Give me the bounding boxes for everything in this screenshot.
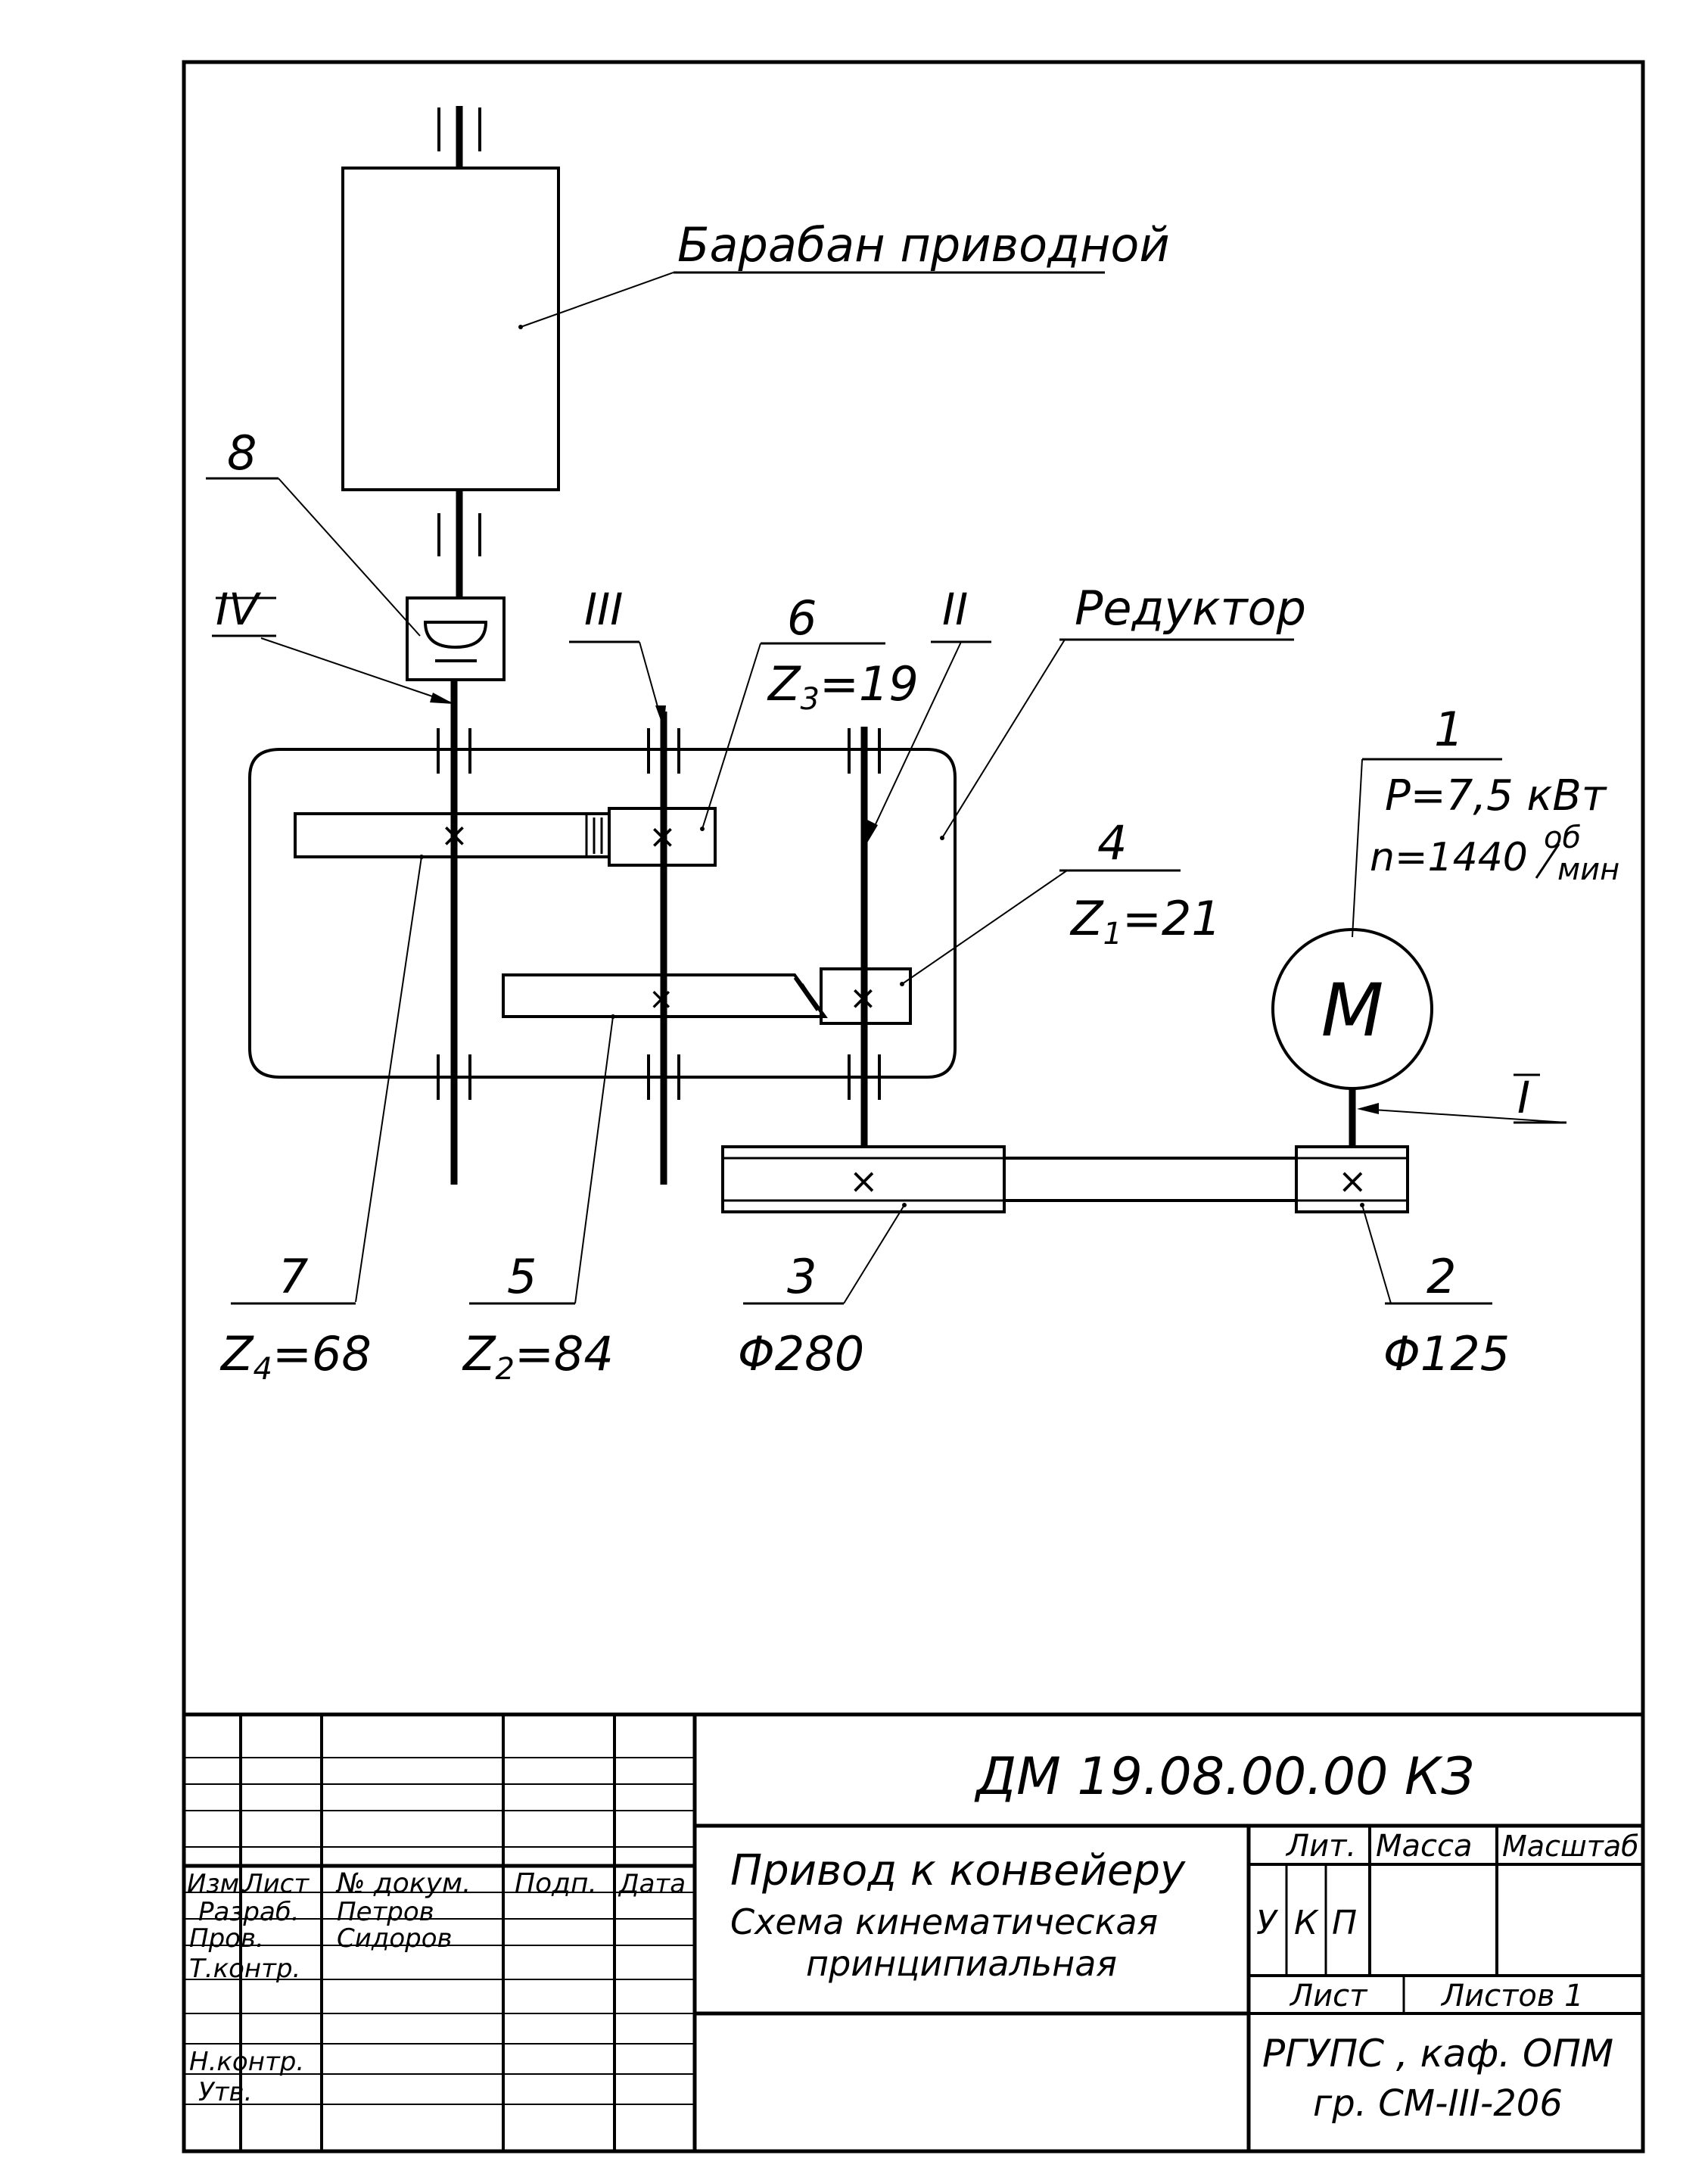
gear-z4: Z4=68 xyxy=(219,1326,372,1387)
organization: РГУПС , каф. ОПМ xyxy=(1262,2032,1613,2076)
header-list: Лист xyxy=(242,1869,310,1899)
drawing-frame xyxy=(182,60,1645,2154)
motor-speed-unit-bottom: мин xyxy=(1557,852,1619,887)
row-role-approved: Утв. xyxy=(198,2077,252,2107)
part-1-number: 1 xyxy=(1434,702,1464,757)
shaft-III-label: III xyxy=(584,584,623,635)
gear-z3: Z3=19 xyxy=(767,656,919,717)
gear-7: × xyxy=(294,812,611,858)
row-role-checker: Пров. xyxy=(189,1923,264,1954)
gear-5: × xyxy=(502,973,828,1018)
header-lit: Лит. xyxy=(1285,1829,1356,1864)
header-scale: Масштаб xyxy=(1502,1830,1639,1863)
motor-symbol: M xyxy=(1321,968,1384,1053)
shaft-I-label: I xyxy=(1517,1072,1530,1123)
header-doc-no: № докум. xyxy=(335,1868,471,1899)
shaft-IV-label: IV xyxy=(216,584,262,635)
header-mass: Масса xyxy=(1376,1829,1473,1864)
pulley-3-diameter: Φ280 xyxy=(738,1326,864,1381)
row-role-developer: Разраб. xyxy=(198,1897,300,1927)
gear-z1: Z1=21 xyxy=(1069,891,1221,951)
gear-z2: Z2=84 xyxy=(462,1326,614,1387)
gear-6: × xyxy=(608,807,717,867)
belt-drive: × × xyxy=(721,1145,1409,1213)
svg-text:×: × xyxy=(649,818,677,856)
lit-cell-k: К xyxy=(1294,1904,1319,1942)
svg-text:×: × xyxy=(1338,1160,1367,1201)
reducer-label: Редуктор xyxy=(1075,581,1306,636)
svg-text:×: × xyxy=(649,982,674,1017)
motor-speed: n=1440 xyxy=(1370,835,1528,880)
title-line-3: принципиальная xyxy=(806,1943,1117,1984)
lit-cell-u: У xyxy=(1256,1904,1279,1942)
part-4-number: 4 xyxy=(1097,815,1127,870)
drum-label: Барабан приводной xyxy=(677,217,1170,272)
part-7-number: 7 xyxy=(278,1249,308,1304)
shaft-II-label: II xyxy=(942,584,968,635)
part-2-number: 2 xyxy=(1426,1249,1456,1304)
row-role-tech-control: Т.контр. xyxy=(189,1954,300,1984)
lit-cell-p: П xyxy=(1332,1904,1357,1942)
motor: M xyxy=(1271,928,1433,1147)
sheet-label: Лист xyxy=(1289,1979,1368,2013)
group: гр. СМ-III-206 xyxy=(1313,2082,1563,2125)
document-code: ДМ 19.08.00.00 КЗ xyxy=(974,1747,1474,1807)
sheets-count: Листов 1 xyxy=(1440,1979,1584,2013)
row-name-checker: Сидоров xyxy=(337,1923,453,1954)
part-8-number: 8 xyxy=(227,425,257,481)
motor-power: P=7,5 кВт xyxy=(1385,771,1607,821)
reducer-housing xyxy=(248,748,957,1079)
drive-drum xyxy=(341,106,1105,491)
row-role-norm-control: Н.контр. xyxy=(189,2047,304,2077)
svg-text:×: × xyxy=(849,1160,879,1201)
motor-speed-unit-top: об xyxy=(1544,821,1581,855)
part-3-number: 3 xyxy=(787,1249,817,1304)
part-6-number: 6 xyxy=(787,590,817,646)
header-sign: Подп. xyxy=(515,1868,597,1899)
gear-4: × xyxy=(820,967,912,1025)
coupling-8 xyxy=(406,596,506,681)
row-name-developer: Петров xyxy=(337,1897,434,1927)
header-izm: Изм. xyxy=(187,1869,247,1899)
title-block xyxy=(184,1712,1643,2151)
title-line-2: Схема кинематическая xyxy=(730,1901,1158,1942)
pulley-2-diameter: Φ125 xyxy=(1383,1326,1510,1381)
svg-text:×: × xyxy=(849,979,877,1017)
part-5-number: 5 xyxy=(507,1249,537,1304)
header-date: Дата xyxy=(618,1869,686,1899)
svg-text:×: × xyxy=(440,816,468,855)
title-line-1: Привод к конвейеру xyxy=(730,1846,1186,1895)
